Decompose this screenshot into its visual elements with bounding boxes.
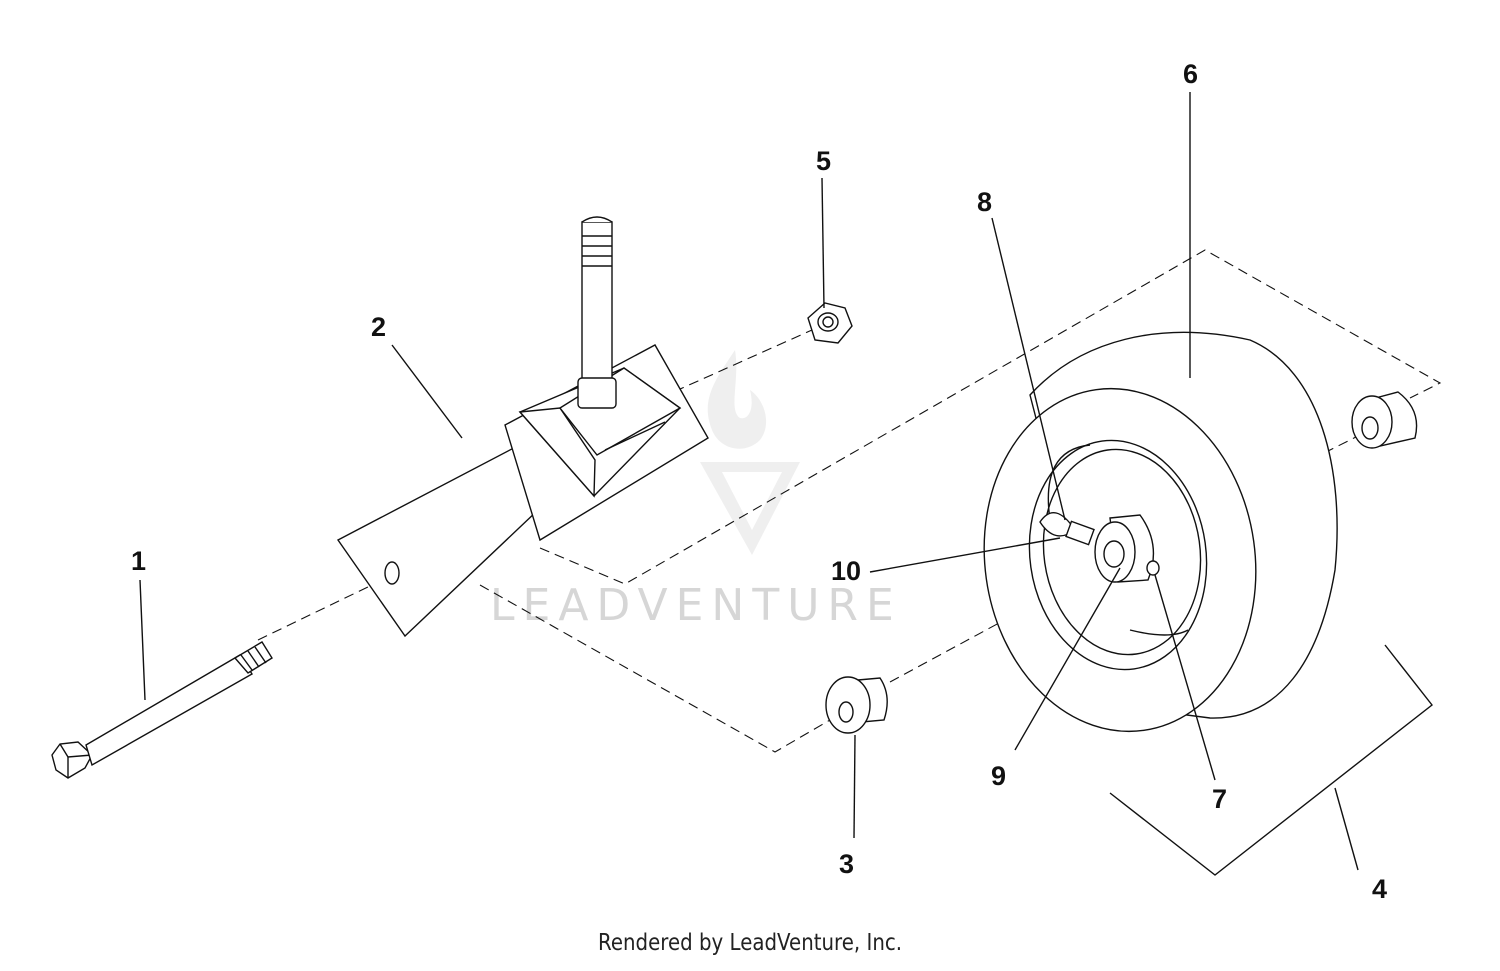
assembly-bracket-4	[1109, 644, 1433, 876]
watermark-text: LEADVENTURE	[490, 580, 902, 631]
part-set-screw	[1146, 560, 1160, 576]
callout-1: 1	[131, 546, 146, 576]
callout-2: 2	[371, 312, 386, 342]
part-bushing-right	[1351, 391, 1418, 449]
part-grease-fitting	[1039, 512, 1095, 546]
callout-5: 5	[816, 146, 831, 176]
leader-lines	[139, 92, 1216, 839]
part-bracket	[336, 216, 709, 638]
part-hub	[1094, 514, 1155, 583]
callout-7: 7	[1212, 784, 1227, 814]
part-bushing-left	[825, 676, 888, 734]
callout-labels: 1 2 3 4 5 6 7 8 9 10	[131, 59, 1387, 904]
part-nut	[807, 302, 853, 344]
leadventure-watermark-logo	[700, 350, 800, 555]
callout-3: 3	[839, 849, 854, 879]
footer-credit: Rendered by LeadVenture, Inc.	[597, 930, 903, 956]
callout-10: 10	[831, 556, 861, 586]
callout-9: 9	[991, 761, 1006, 791]
part-bolt	[51, 641, 273, 779]
callout-8: 8	[977, 187, 992, 217]
callout-4: 4	[1372, 874, 1387, 904]
callout-6: 6	[1183, 59, 1198, 89]
